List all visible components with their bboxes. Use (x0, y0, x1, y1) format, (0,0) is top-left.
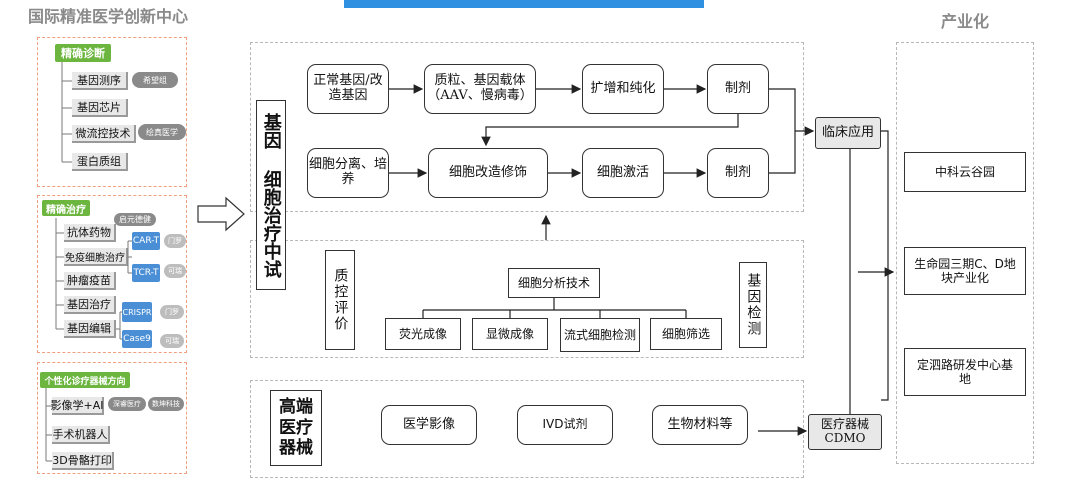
clinical-application: 临床应用 (815, 117, 881, 149)
process-formulation-1: 制剂 (707, 64, 769, 114)
gene-testing-text: 基因检测 (745, 273, 762, 337)
partner-badge: 可瑞 (164, 264, 186, 278)
sub-tcr-t: TCR-T (132, 264, 160, 282)
industry-panel (896, 42, 1034, 464)
cell-analysis-tech: 细胞分析技术 (508, 268, 600, 298)
diag-item-microfluidic: 微流控技术 (72, 125, 136, 143)
diagnosis-panel (37, 37, 187, 187)
device-title: 高端医疗器械 (270, 390, 322, 466)
partner-badge: 绘真医学 (138, 124, 186, 140)
gene-testing: 基因检测 (739, 262, 767, 348)
top-accent-bar (344, 0, 704, 8)
device-ivd: IVD试剂 (517, 405, 613, 445)
device-biomaterials: 生物材料等 (652, 405, 748, 445)
therapy-item-gene-therapy: 基因治疗 (64, 296, 116, 314)
left-title: 国际精准医学创新中心 (28, 7, 189, 26)
gene-cell-title-text: 基因 细胞治疗中试 (260, 112, 282, 278)
process-cell-isolation: 细胞分离、培养 (307, 148, 389, 198)
partner-badge: 门罗 (164, 234, 186, 248)
devices-tag: 个性化诊疗器械方向 (40, 372, 130, 388)
partner-badge: 希望组 (132, 72, 178, 88)
therapy-item-gene-editing: 基因编辑 (64, 320, 116, 338)
method-cell-screening: 细胞筛选 (650, 318, 722, 350)
process-cell-modification: 细胞改造修饰 (428, 148, 548, 198)
device-imaging: 医学影像 (381, 405, 477, 445)
device-cdmo: 医疗器械CDMO (808, 414, 882, 450)
therapy-item-vaccine: 肿瘤疫苗 (64, 272, 116, 290)
devices-panel (37, 362, 187, 474)
therapy-item-immune-cell: 免疫细胞治疗 (64, 248, 128, 266)
diag-item-proteome: 蛋白质组 (72, 153, 128, 171)
therapy-item-antibody: 抗体药物 (64, 224, 116, 242)
partner-badge: 门罗 (160, 305, 184, 319)
process-cell-activation: 细胞激活 (582, 148, 664, 198)
partner-badge: 启元德健 (114, 213, 156, 226)
right-title: 产业化 (941, 12, 990, 31)
diag-item-sequencing: 基因测序 (72, 72, 128, 90)
partner-badge: 数坤科技 (148, 397, 184, 411)
device-item-robot: 手术机器人 (52, 426, 110, 444)
industry-life-park: 生命园三期C、D地块产业化 (904, 247, 1026, 295)
quality-evaluation: 质控评价 (325, 250, 355, 350)
process-plasmid-vector: 质粒、基因载体（AAV、慢病毒） (424, 64, 536, 114)
process-amplify-purify: 扩增和纯化 (582, 64, 664, 114)
device-item-3d-print: 3D骨骼打印 (52, 452, 114, 470)
analysis-panel (250, 240, 804, 358)
gene-cell-panel (250, 42, 804, 212)
gene-cell-title: 基因 细胞治疗中试 (256, 100, 286, 290)
industry-zhongke: 中科云谷园 (904, 152, 1026, 192)
industry-dingsi-road: 定泗路研发中心基地 (904, 348, 1026, 396)
therapy-panel (37, 195, 187, 353)
quality-evaluation-text: 质控评价 (332, 268, 349, 332)
process-formulation-2: 制剂 (707, 148, 769, 198)
method-fluorescence: 荧光成像 (385, 318, 461, 350)
diagnosis-tag: 精确诊断 (55, 44, 111, 62)
diag-item-chip: 基因芯片 (72, 99, 128, 117)
device-item-imaging-ai: 影像学+AI (51, 397, 104, 415)
method-flow-cytometry: 流式细胞检测 (560, 318, 640, 352)
therapy-tag: 精确治疗 (42, 200, 90, 216)
sub-car-t: CAR-T (132, 232, 160, 250)
sub-case9: Case9 (122, 330, 152, 348)
sub-crispr: CRISPR (122, 302, 152, 322)
method-microscopy: 显微成像 (472, 318, 548, 350)
process-normal-gene: 正常基因/改造基因 (307, 64, 389, 114)
partner-badge: 可瑞 (160, 334, 184, 348)
partner-badge: 深睿医疗 (108, 397, 146, 411)
